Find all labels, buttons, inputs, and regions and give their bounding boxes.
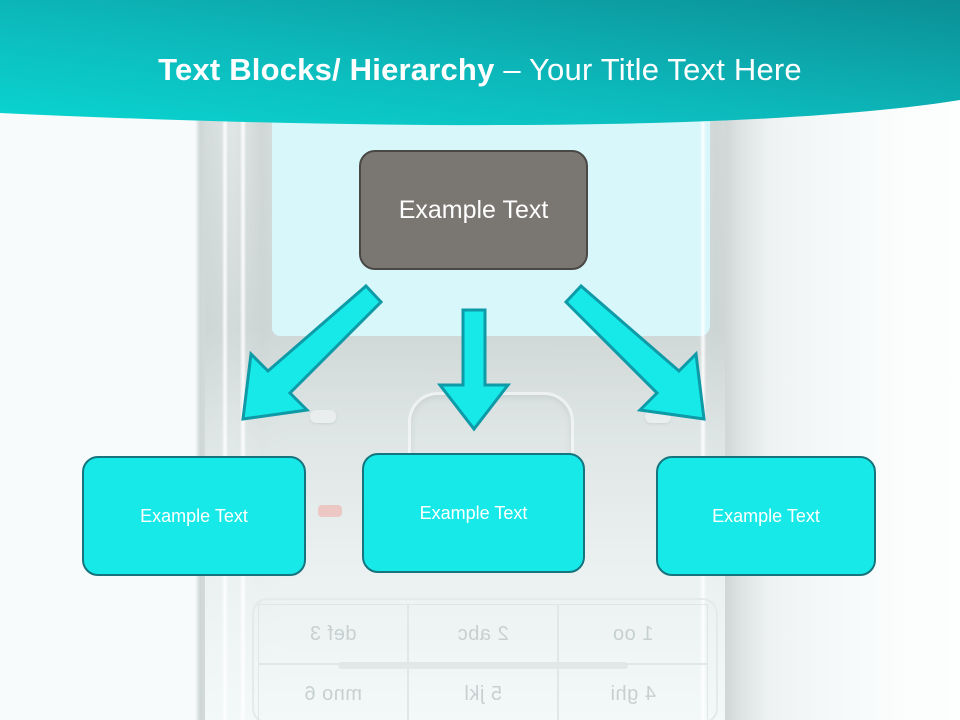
keypad-row: 4 ghi 5 jkl mno 6 bbox=[258, 664, 708, 720]
phone-end-call-key bbox=[318, 505, 342, 517]
keypad-row: 1 oo 2 abc def 3 bbox=[258, 604, 708, 664]
hierarchy-root-node[interactable]: Example Text bbox=[359, 150, 588, 270]
keypad-key: mno 6 bbox=[258, 664, 408, 720]
page-title-separator: – bbox=[494, 52, 530, 87]
phone-edge-highlight-left bbox=[222, 96, 228, 720]
hierarchy-child-node-3-label: Example Text bbox=[712, 505, 820, 526]
hierarchy-child-node-1[interactable]: Example Text bbox=[82, 456, 306, 576]
phone-edge-highlight-inner bbox=[240, 96, 246, 720]
keypad-key: 4 ghi bbox=[558, 664, 708, 720]
phone-softkey-left bbox=[310, 410, 336, 423]
page-title: Text Blocks/ Hierarchy – Your Title Text… bbox=[0, 0, 960, 88]
hierarchy-root-node-label: Example Text bbox=[398, 195, 549, 224]
keypad-key: 5 jkl bbox=[408, 664, 558, 720]
hierarchy-child-node-2-label: Example Text bbox=[419, 502, 528, 523]
keypad-key: 2 abc bbox=[408, 604, 558, 664]
phone-keypad-frame bbox=[252, 598, 718, 720]
hierarchy-child-node-1-label: Example Text bbox=[140, 505, 248, 526]
title-banner: Text Blocks/ Hierarchy – Your Title Text… bbox=[0, 0, 960, 130]
hierarchy-child-node-2[interactable]: Example Text bbox=[362, 453, 585, 573]
page-title-light: Your Title Text Here bbox=[529, 52, 802, 87]
keypad-key: def 3 bbox=[258, 604, 408, 664]
phone-softkey-right bbox=[645, 410, 671, 423]
phone-keypad-divider-bar bbox=[338, 662, 628, 669]
page-title-strong: Text Blocks/ Hierarchy bbox=[158, 52, 495, 87]
hierarchy-child-node-3[interactable]: Example Text bbox=[656, 456, 876, 576]
keypad-key: 1 oo bbox=[558, 604, 708, 664]
title-banner-shape bbox=[0, 0, 960, 126]
